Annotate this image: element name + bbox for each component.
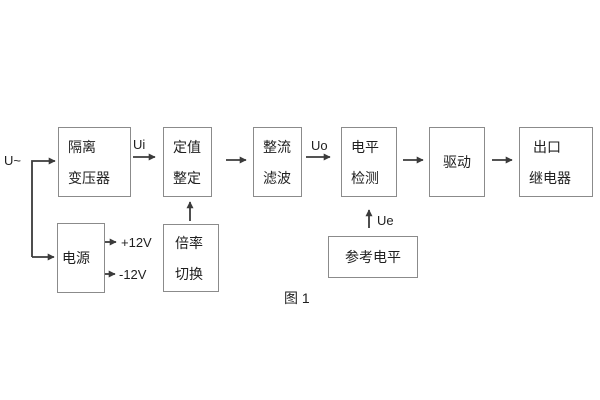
connector-input-to-transformer <box>31 157 56 257</box>
figure-caption: 图 1 <box>284 290 310 306</box>
label-input-signal: U~ <box>4 153 21 168</box>
label-plus-12v: +12V <box>121 235 152 250</box>
block-level-detection: 电平 检测 <box>341 127 397 197</box>
block-value-setting-line1: 定值 <box>173 138 201 155</box>
block-reference-level-label: 参考电平 <box>345 249 401 265</box>
block-output-relay-line2: 继电器 <box>529 169 571 186</box>
block-rectifier-filter-line2: 滤波 <box>263 169 291 186</box>
block-rectifier-filter: 整流 滤波 <box>253 127 302 197</box>
block-reference-level: 参考电平 <box>328 236 418 278</box>
block-isolation-transformer-line2: 变压器 <box>68 169 110 186</box>
block-isolation-transformer-line1: 隔离 <box>68 138 96 155</box>
block-level-detection-line1: 电平 <box>351 138 379 155</box>
block-ratio-switch-line1: 倍率 <box>175 234 203 251</box>
label-minus-12v: -12V <box>119 267 147 282</box>
block-ratio-switch: 倍率 切换 <box>163 224 219 292</box>
block-driver-label: 驱动 <box>443 154 471 170</box>
block-level-detection-line2: 检测 <box>351 169 379 186</box>
block-rectifier-filter-line1: 整流 <box>263 138 291 155</box>
block-ratio-switch-line2: 切换 <box>175 265 203 282</box>
label-ue: Ue <box>377 213 394 228</box>
block-power-supply: 电源 <box>57 223 105 293</box>
label-uo: Uo <box>311 138 328 153</box>
block-value-setting-line2: 整定 <box>173 169 201 186</box>
block-driver: 驱动 <box>429 127 485 197</box>
block-value-setting: 定值 整定 <box>163 127 212 197</box>
label-ui: Ui <box>133 137 146 152</box>
block-output-relay: 出口 继电器 <box>519 127 593 197</box>
block-output-relay-line1: 出口 <box>533 138 561 155</box>
block-power-supply-label: 电源 <box>62 250 90 266</box>
block-isolation-transformer: 隔离 变压器 <box>58 127 131 197</box>
